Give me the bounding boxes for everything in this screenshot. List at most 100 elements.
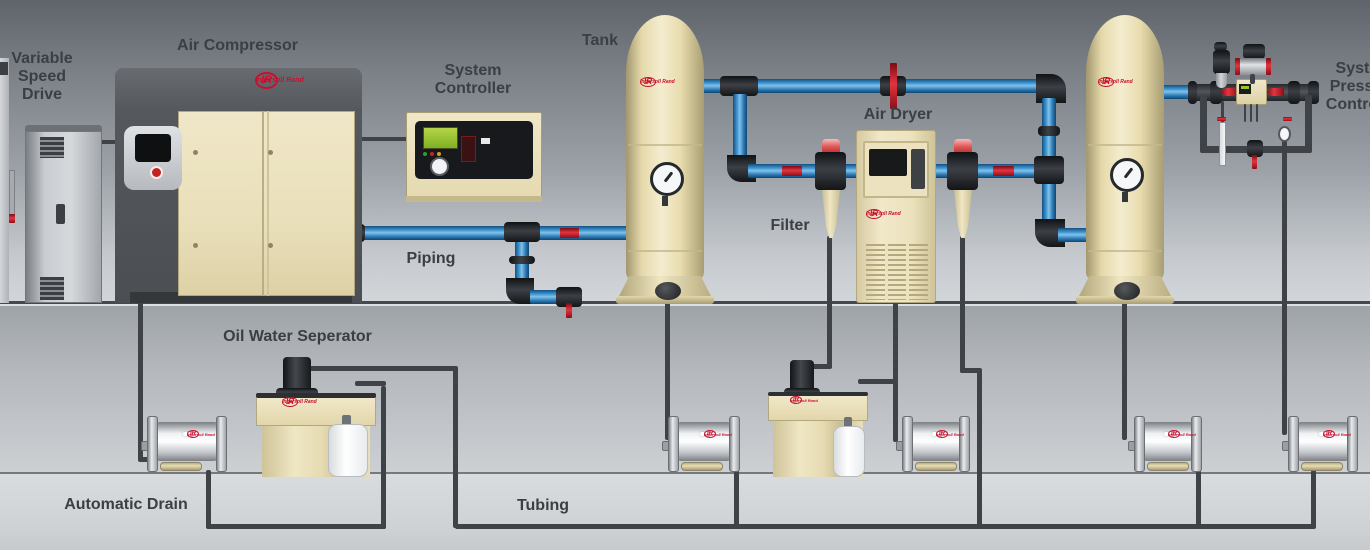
ir-logo-mark: IR (936, 430, 948, 438)
label-oil-water-separator: Oil Water Seperator (223, 328, 372, 345)
ir-logo-mark: IR (1098, 77, 1114, 87)
drain-bracket (959, 416, 970, 472)
filter-cap (822, 139, 840, 156)
tank-1 (626, 15, 704, 281)
flow-arrow-icon (1266, 88, 1284, 96)
float-indicator (1278, 126, 1291, 142)
bypass-valve-body (1247, 140, 1263, 157)
ir-logo-text: Ingersoll Rand (282, 399, 317, 405)
tube-dryer-drain (893, 302, 898, 442)
ir-logo-text: Ingersoll Rand (1168, 431, 1196, 437)
filter-unit-1 (815, 152, 846, 190)
tank-2 (1086, 15, 1164, 281)
controller-panel-lip (406, 196, 542, 202)
separator2-jug (833, 426, 865, 477)
tube-drain2-outlet (734, 470, 739, 528)
tube-separator1-inlet-riser (381, 386, 386, 529)
tube-run-main (455, 524, 1316, 529)
separator1-flange (276, 388, 318, 397)
pipe-drain-stub (530, 290, 562, 304)
drain-outlet (1301, 462, 1343, 471)
separator1-lid (256, 393, 376, 398)
spc-flange (1288, 81, 1300, 104)
vsd-top (25, 125, 102, 133)
separator2-cap (790, 360, 814, 391)
pipe-red-band (782, 166, 802, 176)
tube-tank2-drain (1122, 298, 1127, 440)
cable-vsd-to-compressor (96, 140, 118, 144)
controller-key (481, 128, 490, 144)
valve-handle-icon (890, 63, 897, 109)
ir-logo-text: Ingersoll Rand (255, 76, 304, 84)
compressor-stop-button (150, 166, 163, 179)
valve-handle-icon (1252, 155, 1257, 169)
background-lower (0, 474, 1370, 550)
actuator-red-band (1266, 58, 1271, 75)
door-screw (193, 243, 198, 248)
tube-separator2-outlet (858, 379, 898, 384)
door-screw (268, 150, 273, 155)
tank-foot-ring (616, 296, 714, 304)
label-air-compressor: Air Compressor (177, 37, 298, 54)
drain-bracket (668, 416, 679, 472)
platform-edge-highlight (0, 304, 1370, 306)
drain-outlet (681, 462, 723, 471)
compressor-base (130, 292, 352, 303)
vsd-vent-bottom (40, 277, 64, 300)
drain-cylinder (676, 422, 732, 461)
tank-drain-port (655, 282, 681, 300)
status-led (423, 152, 427, 156)
tube-drain1-outlet (206, 470, 211, 528)
oil-water-separator-2 (768, 394, 868, 421)
pipe-tank1-top (698, 79, 1050, 93)
door-screw (268, 243, 273, 248)
separator1-cap (283, 357, 311, 391)
dryer-slot (911, 149, 925, 189)
status-led (430, 152, 434, 156)
tube-tank1-drain (665, 298, 670, 440)
ir-logo-text: Ingersoll Rand (187, 431, 215, 437)
pressure-gauge-icon (650, 162, 684, 196)
pipe-tee-fitting (504, 222, 540, 242)
flow-arrow-icon (1220, 88, 1238, 96)
compressor-display (135, 134, 171, 162)
sensing-tube (1221, 101, 1224, 123)
gauge-stem (662, 196, 668, 206)
tank-drain-port (1114, 282, 1140, 300)
pipe-red-band (993, 166, 1014, 176)
status-led (437, 152, 441, 156)
drain-bracket (1288, 416, 1299, 472)
pipe-tank2-outlet (1158, 85, 1194, 99)
ir-logo-text: Ingersoll Rand (640, 79, 675, 85)
pipe-branch-to-filters (733, 94, 747, 162)
filter-cap (954, 139, 972, 156)
door-seam (262, 111, 264, 296)
tank-foot-ring (1076, 296, 1174, 304)
vent-divider (885, 244, 888, 300)
tube-separator1-outlet (310, 366, 458, 371)
drain-outlet (1147, 462, 1189, 471)
ir-logo-mark: IR (704, 430, 716, 438)
red-marker (1217, 117, 1226, 121)
label-automatic-drain: Automatic Drain (64, 496, 188, 513)
pipe-cross-fitting (1034, 156, 1064, 184)
spc-sensor-line (1244, 104, 1246, 122)
spc-flange (1188, 81, 1197, 104)
pressure-gauge-icon (1110, 158, 1144, 192)
pipe-into-tank2 (1058, 228, 1092, 242)
pipe-branch-down (515, 240, 529, 288)
drain-cylinder (1142, 422, 1194, 461)
label-air-dryer: Air Dryer (863, 106, 933, 123)
tank-weld-seam (628, 250, 702, 252)
spc-bypass-right (1305, 95, 1312, 151)
spc-filter-regulator (1213, 50, 1230, 74)
drain-bracket (1347, 416, 1358, 472)
